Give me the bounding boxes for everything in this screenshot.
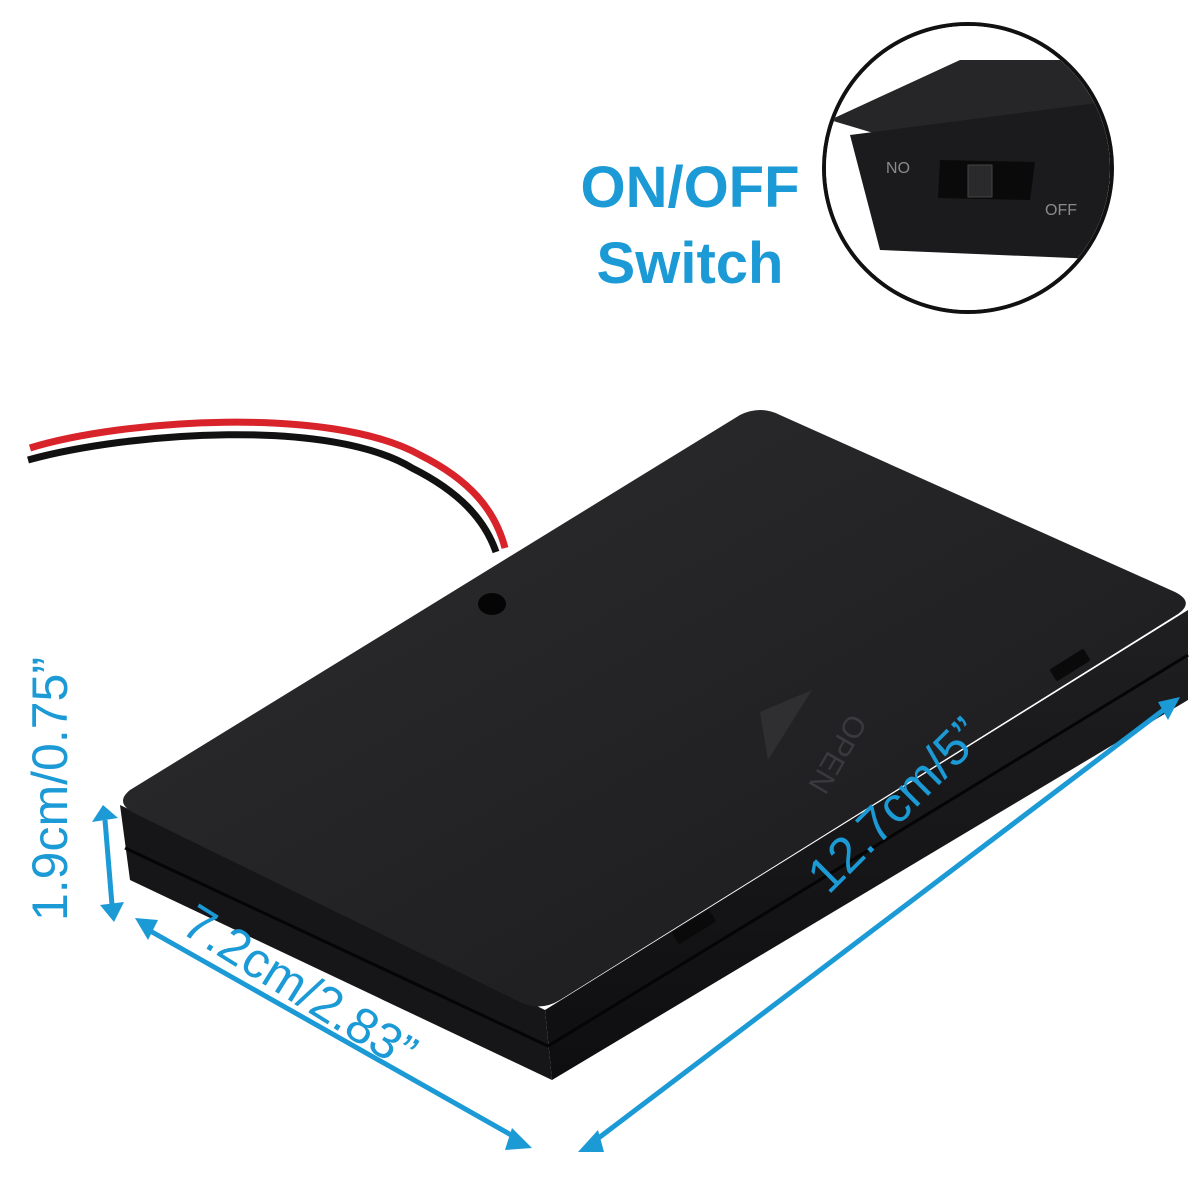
length-arrow xyxy=(578,697,1180,1152)
case-lid xyxy=(122,410,1186,1007)
screw-hole xyxy=(478,593,506,615)
black-wire xyxy=(27,431,500,554)
height-arrow xyxy=(92,805,124,922)
switch-knob xyxy=(967,164,993,198)
red-wire xyxy=(28,418,509,549)
case-side-front xyxy=(120,805,552,1080)
callout-line-1: ON/OFF xyxy=(580,155,800,220)
callout-case-top xyxy=(830,60,1110,135)
case-side-right xyxy=(545,610,1188,1080)
power-wires xyxy=(27,418,509,554)
open-arrow-icon xyxy=(760,690,812,760)
lid-seam xyxy=(124,653,1189,1048)
height-dimension-label: 1.9cm/0.75” xyxy=(22,657,78,922)
snap-tab xyxy=(672,910,716,944)
switch-label-on: ON xyxy=(886,158,910,175)
battery-case: OPEN xyxy=(120,410,1189,1080)
switch-callout-title: ON/OFF Switch xyxy=(560,150,820,302)
callout-line-2: Switch xyxy=(596,231,784,296)
switch-callout: ON OFF xyxy=(822,22,1114,314)
dimension-arrows xyxy=(92,697,1180,1152)
width-arrow xyxy=(135,918,532,1150)
snap-tab xyxy=(1050,649,1090,681)
switch-label-off: OFF xyxy=(1045,202,1077,219)
